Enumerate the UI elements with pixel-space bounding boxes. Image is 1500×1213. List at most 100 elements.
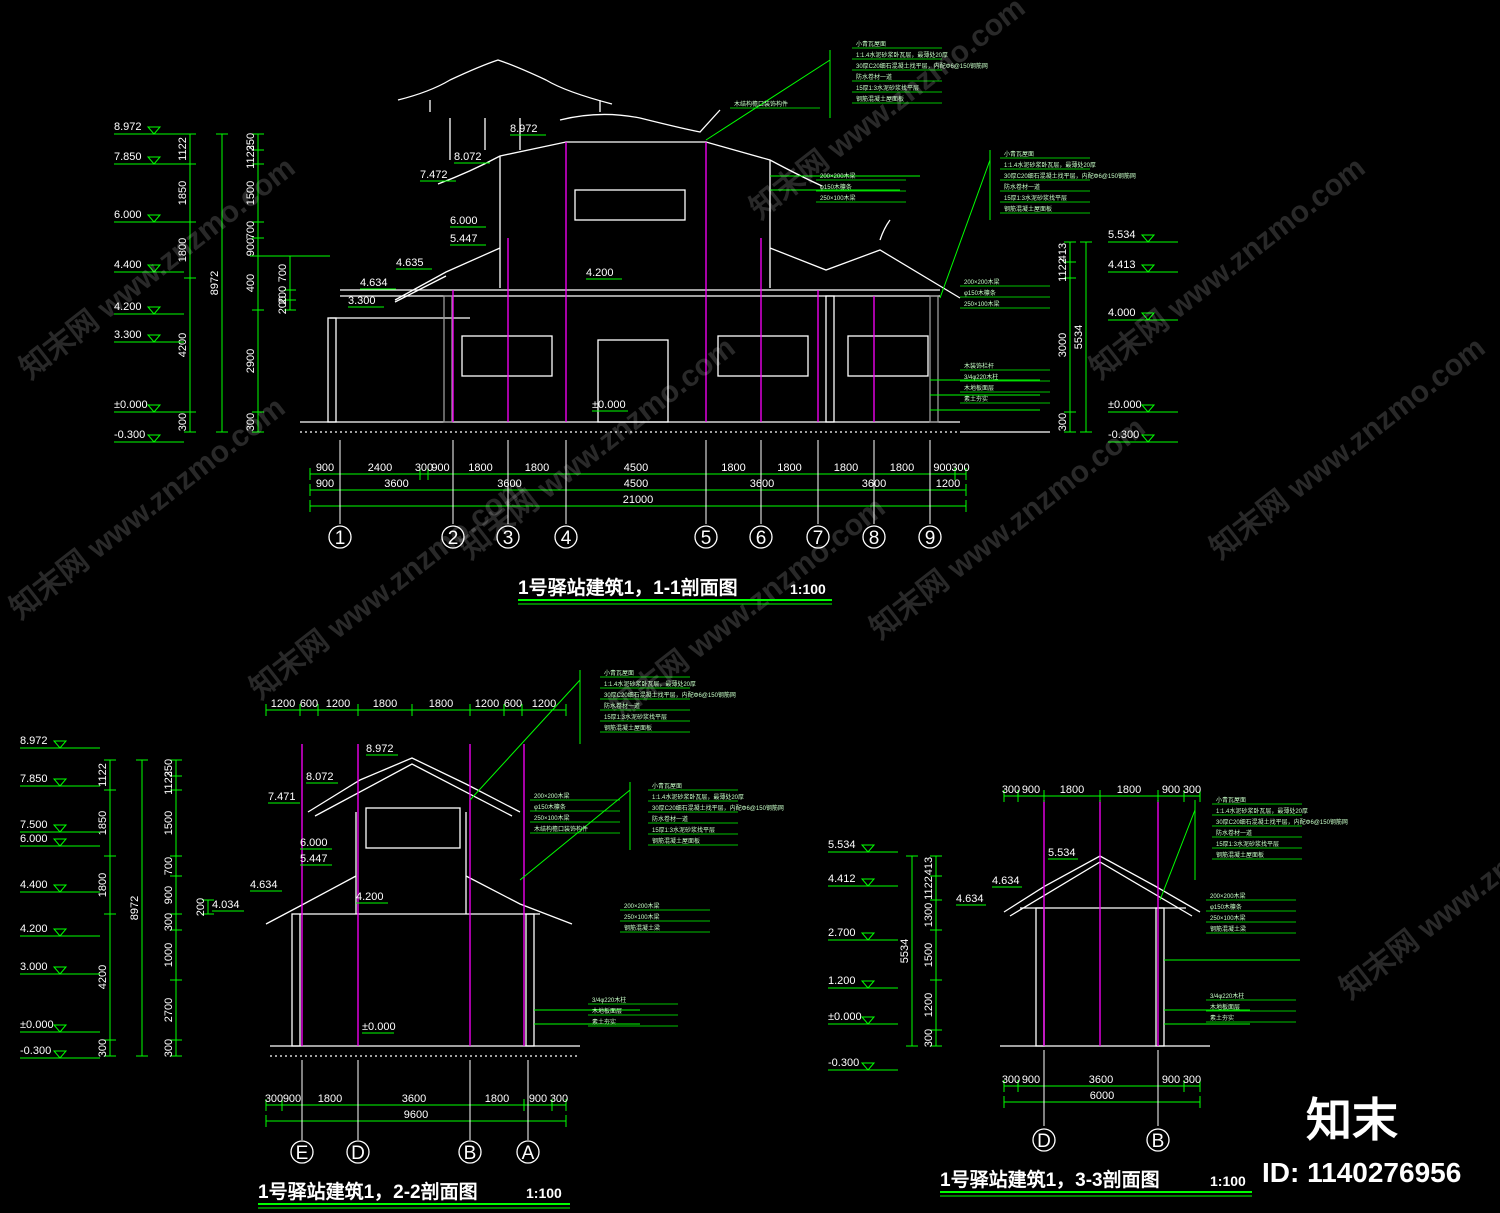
label: 300 [1183,1074,1201,1086]
material-note: 250×100木梁 [964,300,1000,308]
elevation-triangle [860,932,876,941]
label: 200 [277,296,289,314]
label: -0.300 [114,429,145,441]
label: 2400 [368,462,392,474]
material-note: 小青瓦屋面 [652,782,682,790]
label: B [464,1143,477,1164]
label: 1200 [923,993,935,1017]
label: 700 [277,264,289,282]
elevation-triangle [146,156,162,165]
label: B [1152,1131,1165,1152]
material-note: 素土夯实 [964,395,988,403]
material-note: 防水卷材一道 [1216,829,1252,837]
material-note: 防水卷材一道 [856,73,892,81]
label: 1800 [373,698,397,710]
label: ±0.000 [828,1011,862,1023]
label: 1.200 [828,975,856,987]
label: 1122 [245,145,257,169]
label: 3.300 [348,295,376,307]
label: 400 [245,274,257,292]
label: 300 [1002,1074,1020,1086]
label: 8972 [129,896,141,920]
label: 3600 [1089,1074,1113,1086]
label: -0.300 [828,1057,859,1069]
material-note: 钢筋混凝土屋面板 [604,724,652,732]
label: 900 [933,462,951,474]
elevation-triangle [860,878,876,887]
elevation-triangle [146,306,162,315]
label: 3600 [384,478,408,490]
material-note: 木地板面层 [1210,1003,1240,1011]
elevation-triangle [52,778,68,787]
label: 1800 [721,462,745,474]
label: 300 [550,1093,568,1105]
material-note: 30厚C20细石混凝土找平层，内配Φ6@150钢筋网 [604,691,736,699]
material-note: 木结构檐口装饰构件 [534,825,588,833]
material-note: 钢筋混凝土屋面板 [1216,851,1264,859]
title-text: 1号驿站建筑1，2-2剖面图 [258,1180,478,1203]
label: 900 [1162,1074,1180,1086]
label: 2700 [163,998,175,1022]
label: 900 [163,886,175,904]
label: 3.000 [20,961,48,973]
axis-bubble [496,525,520,549]
label: 1850 [97,811,109,835]
axis-bubble [918,525,942,549]
label: ±0.000 [1108,399,1142,411]
material-note: 防水卷材一道 [604,702,640,710]
label: 4.000 [1108,307,1136,319]
material-note: 木装饰栏杆 [964,362,994,370]
axis-bubble [1146,1128,1170,1152]
material-note: φ150木檩条 [1210,903,1242,911]
label: D [351,1143,365,1164]
material-note: 250×100木梁 [534,814,570,822]
elevation-triangle [146,264,162,273]
label: 4 [561,528,572,549]
material-note: 250×100木梁 [820,194,856,202]
label: 900 [529,1093,547,1105]
axis-bubble [290,1140,314,1164]
label: 300 [1183,784,1201,796]
label: 1200 [271,698,295,710]
label: 1850 [177,181,189,205]
label: 1800 [777,462,801,474]
label: 4.400 [114,259,142,271]
axis-bubble [516,1140,540,1164]
elevation-triangle [52,1050,68,1059]
label: 300 [245,413,257,431]
label: 1800 [177,238,189,262]
material-note: 木结构檐口装饰构件 [734,100,788,108]
elevation-triangle [860,844,876,853]
label: 9 [925,528,936,549]
material-note-block: 小青瓦屋面1:1.4水泥砂浆卧瓦层，最薄处20厚30厚C20细石混凝土找平层，内… [648,782,784,846]
material-note: 200×200木梁 [820,172,856,180]
label: 2 [448,528,459,549]
material-note: 1:1.4水泥砂浆卧瓦层，最薄处20厚 [1216,807,1308,815]
label: 900 [316,478,334,490]
material-note: 钢筋混凝土屋面板 [652,837,700,845]
label: 4.200 [20,923,48,935]
material-note: 30厚C20细石混凝土找平层，内配Φ6@150钢筋网 [1004,172,1136,180]
label: 1800 [468,462,492,474]
label: 6000 [1090,1090,1114,1102]
label: 900 [1022,1074,1040,1086]
section-2-2-title: 1号驿站建筑1，2-2剖面图 1:100 [258,1180,570,1209]
label: 1000 [163,943,175,967]
brand-logo: 知末 [1306,1094,1398,1146]
section-1-1-title: 1号驿站建筑1，1-1剖面图 1:100 [518,576,832,605]
material-note: 15厚1:3水泥砂浆找平层 [1216,840,1279,848]
label: 4200 [177,333,189,357]
elevation-triangle [52,838,68,847]
label: 5534 [1073,325,1085,349]
scale-text: 1:100 [1210,1173,1246,1189]
label: 600 [300,698,318,710]
label: 1200 [326,698,350,710]
label: 200 [277,286,289,304]
label: 7.500 [20,819,48,831]
label: 7.850 [20,773,48,785]
label: 1500 [163,811,175,835]
label: 2900 [245,349,257,373]
